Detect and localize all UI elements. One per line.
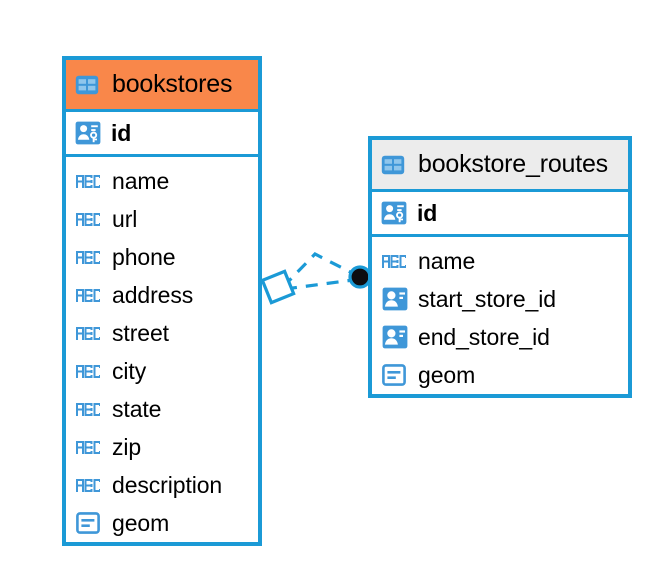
field-label: address (112, 281, 194, 308)
diamond-endpoint[interactable] (260, 269, 296, 305)
geometry-type-icon (76, 512, 103, 534)
field-row[interactable]: address (66, 276, 258, 314)
table-icon (75, 75, 102, 95)
field-row[interactable]: description (66, 466, 258, 504)
entity-primary-key-row[interactable]: id (372, 189, 628, 237)
text-type-icon (76, 440, 103, 454)
field-row[interactable]: end_store_id (372, 318, 628, 356)
table-icon (381, 155, 408, 175)
entity-field-list: name (66, 157, 258, 548)
field-label: description (112, 471, 223, 498)
geometry-type-icon (382, 364, 409, 386)
filled-circle-endpoint[interactable] (348, 265, 372, 289)
text-type-icon (76, 402, 103, 416)
entity-header-bookstore-routes[interactable]: bookstore_routes (372, 140, 628, 189)
text-type-icon (76, 326, 103, 340)
field-row[interactable]: phone (66, 238, 258, 276)
entity-bookstore-routes[interactable]: bookstore_routes id (368, 136, 632, 398)
field-row[interactable]: name (66, 162, 258, 200)
field-label: zip (112, 433, 142, 460)
relationship-line-upper (281, 252, 357, 289)
field-row[interactable]: start_store_id (372, 280, 628, 318)
entity-field-list: name start_store_id (372, 237, 628, 400)
primary-key-icon (381, 201, 408, 225)
field-label: id (417, 199, 438, 226)
text-type-icon (76, 250, 103, 264)
field-label: geom (418, 361, 476, 388)
primary-key-icon (75, 121, 102, 145)
field-row[interactable]: geom (372, 356, 628, 394)
foreign-key-icon (382, 287, 409, 311)
field-row[interactable]: city (66, 352, 258, 390)
field-label: name (112, 167, 170, 194)
text-type-icon (76, 174, 103, 188)
field-label: phone (112, 243, 176, 270)
field-label: url (112, 205, 138, 232)
field-label: state (112, 395, 162, 422)
relationship-line-lower (284, 278, 354, 291)
entity-primary-key-row[interactable]: id (66, 109, 258, 157)
text-type-icon (382, 254, 409, 268)
text-type-icon (76, 478, 103, 492)
field-label: end_store_id (418, 323, 550, 350)
entity-bookstores[interactable]: bookstores id (62, 56, 262, 546)
field-label: name (418, 247, 476, 274)
field-row[interactable]: street (66, 314, 258, 352)
text-type-icon (76, 364, 103, 378)
field-row[interactable]: geom (66, 504, 258, 542)
entity-header-bookstores[interactable]: bookstores (66, 60, 258, 109)
field-row[interactable]: zip (66, 428, 258, 466)
foreign-key-icon (382, 325, 409, 349)
field-row[interactable]: url (66, 200, 258, 238)
field-label: city (112, 357, 147, 384)
field-label: id (111, 119, 132, 146)
field-row[interactable]: name (372, 242, 628, 280)
field-label: geom (112, 509, 170, 536)
field-label: street (112, 319, 169, 346)
field-row[interactable]: state (66, 390, 258, 428)
entity-title: bookstores (112, 70, 233, 98)
text-type-icon (76, 212, 103, 226)
text-type-icon (76, 288, 103, 302)
entity-title: bookstore_routes (418, 150, 608, 178)
field-label: start_store_id (418, 285, 556, 312)
